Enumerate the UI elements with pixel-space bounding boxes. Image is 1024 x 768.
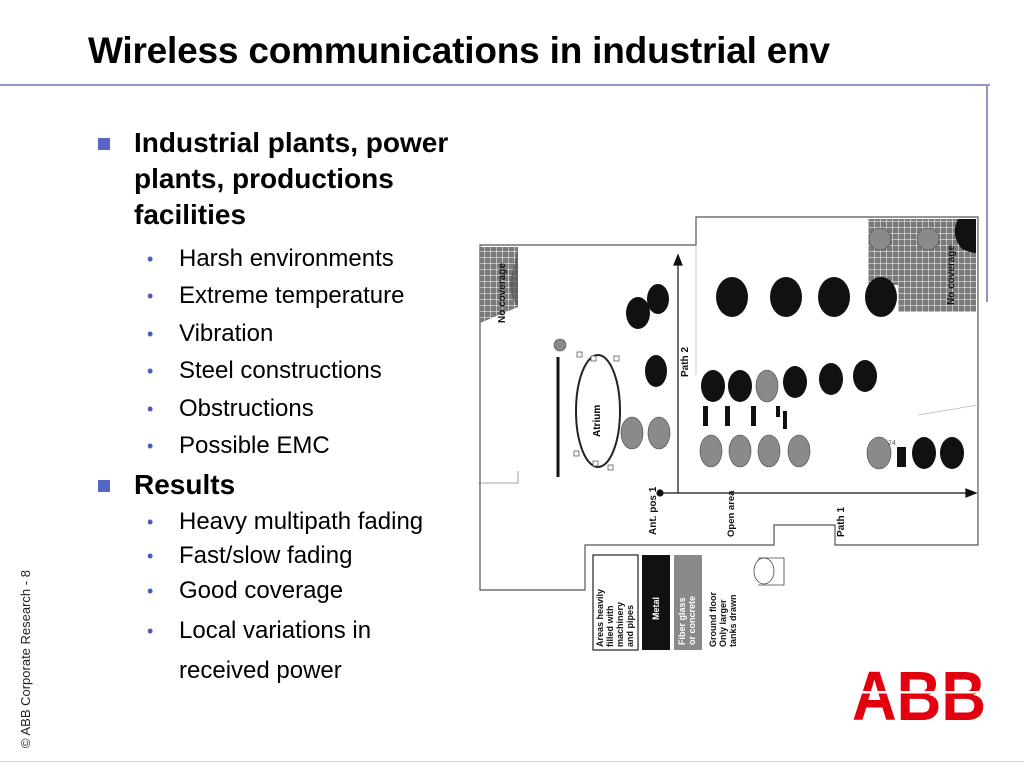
path-1-label: Path 1 <box>836 507 847 537</box>
legend-swatch-machinery <box>592 554 639 651</box>
dot-bullet-icon: • <box>147 621 154 641</box>
logo-wordmark: ABB <box>852 666 986 722</box>
title-divider <box>0 84 990 86</box>
no-coverage-area-right <box>868 219 976 312</box>
floor-plan-diagram: No coverage No coverage Atrium 24 <box>478 216 979 651</box>
atrium-outline <box>575 354 621 468</box>
dot-bullet-icon: • <box>147 324 154 344</box>
legend-swatch-metal <box>642 555 670 650</box>
bullet-industrial-plants: Industrial plants, power plants, product… <box>98 125 449 233</box>
legend-swatch-fiber-glass <box>674 555 702 650</box>
subbullet-text: Good coverage <box>179 577 344 604</box>
tank-number-label: 24 <box>888 440 896 447</box>
atrium-label: Atrium <box>592 405 603 437</box>
legend-label-ground-floor: Ground floor Only larger tanks drawn <box>708 589 738 647</box>
subbullet-fast-slow-fading: • Fast/slow fading <box>147 542 353 570</box>
right-divider <box>986 84 988 302</box>
subbullet-text: Harsh environments <box>179 245 394 272</box>
dot-bullet-icon: • <box>147 249 154 269</box>
dot-bullet-icon: • <box>147 546 154 566</box>
slide-title: Wireless communications in industrial en… <box>88 30 830 71</box>
square-bullet-icon <box>98 480 110 492</box>
bullet-line: facilities <box>134 199 247 230</box>
no-coverage-label-left: No coverage <box>497 263 508 323</box>
copyright-text: © ABB Corporate Research - 8 <box>18 570 33 748</box>
subbullet-steel-constructions: • Steel constructions <box>147 357 382 385</box>
bullet-line: plants, productions <box>134 163 394 194</box>
subbullet-text: Fast/slow fading <box>179 542 353 569</box>
dot-bullet-icon: • <box>147 436 154 456</box>
subbullet-good-coverage: • Good coverage <box>147 577 344 605</box>
no-coverage-label-right: No coverage <box>946 245 957 305</box>
subbullet-local-variations: • Local variations in <box>147 617 372 645</box>
subbullet-text: Local variations in <box>179 617 372 644</box>
building-outline <box>479 216 979 591</box>
abb-logo: ABB <box>852 666 988 722</box>
no-coverage-area-left <box>480 247 518 323</box>
diagram-legend: Areas heavily filled with machinery and … <box>592 554 738 651</box>
subbullet-possible-emc: • Possible EMC <box>147 432 330 460</box>
legend-label-metal: Metal <box>651 597 661 620</box>
footer-divider <box>0 761 1024 762</box>
subbullet-text: Vibration <box>179 320 274 347</box>
subbullet-continuation: received power <box>179 657 342 685</box>
subbullet-text: Extreme temperature <box>179 282 405 309</box>
square-bullet-icon <box>98 138 110 150</box>
bullet-results: Results <box>98 467 236 503</box>
legend-label-fiber-glass: Fiber glass or concrete <box>677 595 697 645</box>
dot-bullet-icon: • <box>147 361 154 381</box>
subbullet-text: Obstructions <box>179 395 314 422</box>
subbullet-vibration: • Vibration <box>147 320 274 348</box>
dot-bullet-icon: • <box>147 581 154 601</box>
path-2-label: Path 2 <box>680 347 691 377</box>
legend-label-machinery: Areas heavily filled with machinery and … <box>595 586 635 647</box>
subbullet-text: Heavy multipath fading <box>179 508 424 535</box>
bullet-line: Results <box>134 469 236 500</box>
open-area-label: Open area <box>726 490 737 537</box>
subbullet-extreme-temperature: • Extreme temperature <box>147 282 405 310</box>
dot-bullet-icon: • <box>147 286 154 306</box>
dot-bullet-icon: • <box>147 512 154 532</box>
antenna-position-label: Ant. pos 1 <box>648 486 659 535</box>
subbullet-text: Possible EMC <box>179 432 330 459</box>
subbullet-heavy-multipath: • Heavy multipath fading <box>147 508 424 536</box>
subbullet-obstructions: • Obstructions <box>147 395 314 423</box>
dot-bullet-icon: • <box>147 399 154 419</box>
bullet-line: Industrial plants, power <box>134 127 449 158</box>
subbullet-text: received power <box>179 657 342 684</box>
subbullet-text: Steel constructions <box>179 357 382 384</box>
subbullet-harsh-environments: • Harsh environments <box>147 245 394 273</box>
